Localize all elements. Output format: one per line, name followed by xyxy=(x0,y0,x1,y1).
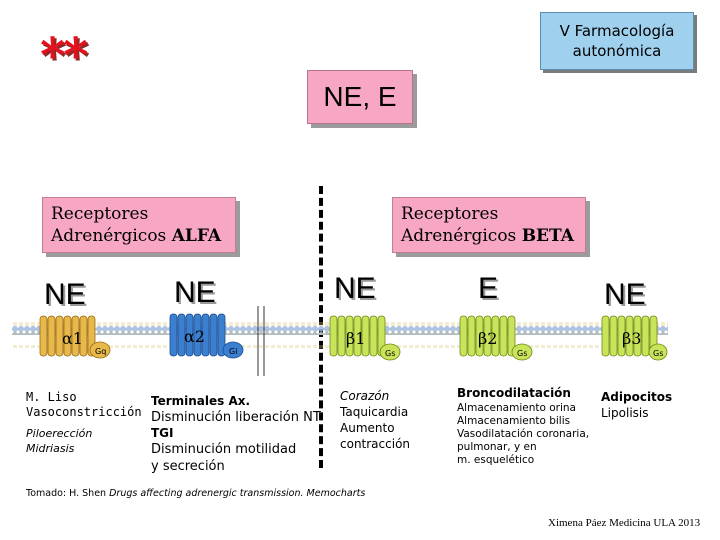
alpha-box-line1: Receptores xyxy=(51,204,149,224)
gs-protein-beta2 xyxy=(511,343,533,361)
alpha2-gprotein-label: Gi xyxy=(229,347,237,356)
beta1-effect-1: Corazón xyxy=(340,389,390,403)
beta-box-line2: Adrenérgicos xyxy=(401,226,522,246)
beta-receptors-box: Receptores Adrenérgicos BETA xyxy=(392,197,586,253)
beta2-effect-3: Almacenamiento bilis xyxy=(457,415,571,427)
source-prefix: Tomado: H. Shen xyxy=(26,488,110,499)
ligand-ne-beta1: NE xyxy=(334,272,376,305)
beta2-effect-4: Vasodilatación coronaria, xyxy=(457,428,590,440)
ligand-ne-alpha2: NE xyxy=(174,276,216,309)
alpha2-effects: Terminales Ax. Disminución liberación NT… xyxy=(151,394,321,475)
beta1-effects: Corazón Taquicardia Aumento contracción xyxy=(340,388,410,452)
alpha1-gprotein-label: Gq xyxy=(95,347,106,356)
alpha1-effect-1: M. Liso xyxy=(26,390,77,404)
alpha1-label: α1 xyxy=(62,329,83,348)
alpha1-effects: M. Liso Vasoconstricción Piloerección Mi… xyxy=(26,390,142,456)
beta3-label: β3 xyxy=(622,329,641,348)
beta2-effect-1: Broncodilatación xyxy=(457,386,571,400)
alpha2-effect-3: TGI xyxy=(151,426,174,440)
beta3-effect-1: Adipocitos xyxy=(601,390,673,404)
beta3-gprotein-label: Gs xyxy=(653,349,663,358)
corner-title-line2: autonómica xyxy=(572,42,662,60)
alpha2-effect-4: Disminución motilidad xyxy=(151,442,297,457)
alpha2-effect-5: y secreción xyxy=(151,459,225,474)
beta1-label: β1 xyxy=(346,329,365,348)
alpha2-receptor xyxy=(169,306,265,376)
beta3-effects: Adipocitos Lipolisis xyxy=(601,388,672,420)
importance-stars: ** xyxy=(40,28,88,84)
agonists-box: NE, E xyxy=(307,70,413,124)
beta2-gprotein-label: Gs xyxy=(517,349,527,358)
source-title: Drugs affecting adrenergic transmission.… xyxy=(109,488,366,499)
gs-protein-beta1 xyxy=(379,343,401,361)
corner-title-box: V Farmacología autonómica xyxy=(540,12,694,70)
beta-box-bold: BETA xyxy=(521,226,574,246)
beta1-effect-3: Aumento xyxy=(340,421,395,435)
beta1-effect-4: contracción xyxy=(340,437,411,451)
gi-protein xyxy=(222,341,244,359)
beta2-effect-5: pulmonar, y en xyxy=(457,441,537,453)
source-citation: Tomado: H. Shen Drugs affecting adrenerg… xyxy=(26,488,365,499)
alpha-box-bold: ALFA xyxy=(171,226,222,246)
alpha2-effect-2: Disminución liberación NT xyxy=(151,410,321,425)
beta2-effect-2: Almacenamiento orina xyxy=(457,402,576,414)
alpha2-label: α2 xyxy=(184,327,205,346)
ligand-e-beta2: E xyxy=(478,272,499,305)
beta3-receptor xyxy=(601,315,668,361)
beta1-effect-2: Taquicardia xyxy=(340,405,409,419)
alpha1-receptor xyxy=(39,315,111,359)
beta2-receptor xyxy=(459,315,533,361)
beta1-receptor xyxy=(329,315,401,361)
beta-box-line1: Receptores xyxy=(401,204,499,224)
cell-membrane-diagram: α1 Gq α2 Gi β1 Gs β xyxy=(12,306,668,376)
alpha-box-line2: Adrenérgicos xyxy=(51,226,172,246)
corner-title-line1: V Farmacología xyxy=(559,22,675,40)
alpha1-effect-3: Piloerección xyxy=(26,427,93,440)
gs-protein-beta3 xyxy=(648,343,668,361)
alpha1-effect-4: Midriasis xyxy=(26,442,75,455)
alpha-receptors-box: Receptores Adrenérgicos ALFA xyxy=(42,197,236,253)
beta2-label: β2 xyxy=(478,329,497,348)
ligand-ne-beta3: NE xyxy=(604,278,646,311)
author-credit: Ximena Páez Medicina ULA 2013 xyxy=(548,517,701,529)
alpha2-effect-1: Terminales Ax. xyxy=(151,394,251,408)
ligand-ne-alpha1: NE xyxy=(44,278,86,311)
beta2-effect-6: m. esquelético xyxy=(457,454,535,466)
beta1-gprotein-label: Gs xyxy=(385,349,395,358)
beta3-effect-2: Lipolisis xyxy=(601,406,649,420)
beta2-effects: Broncodilatación Almacenamiento orina Al… xyxy=(457,384,589,467)
gq-protein xyxy=(89,341,111,359)
alpha1-effect-2: Vasoconstricción xyxy=(26,405,142,419)
